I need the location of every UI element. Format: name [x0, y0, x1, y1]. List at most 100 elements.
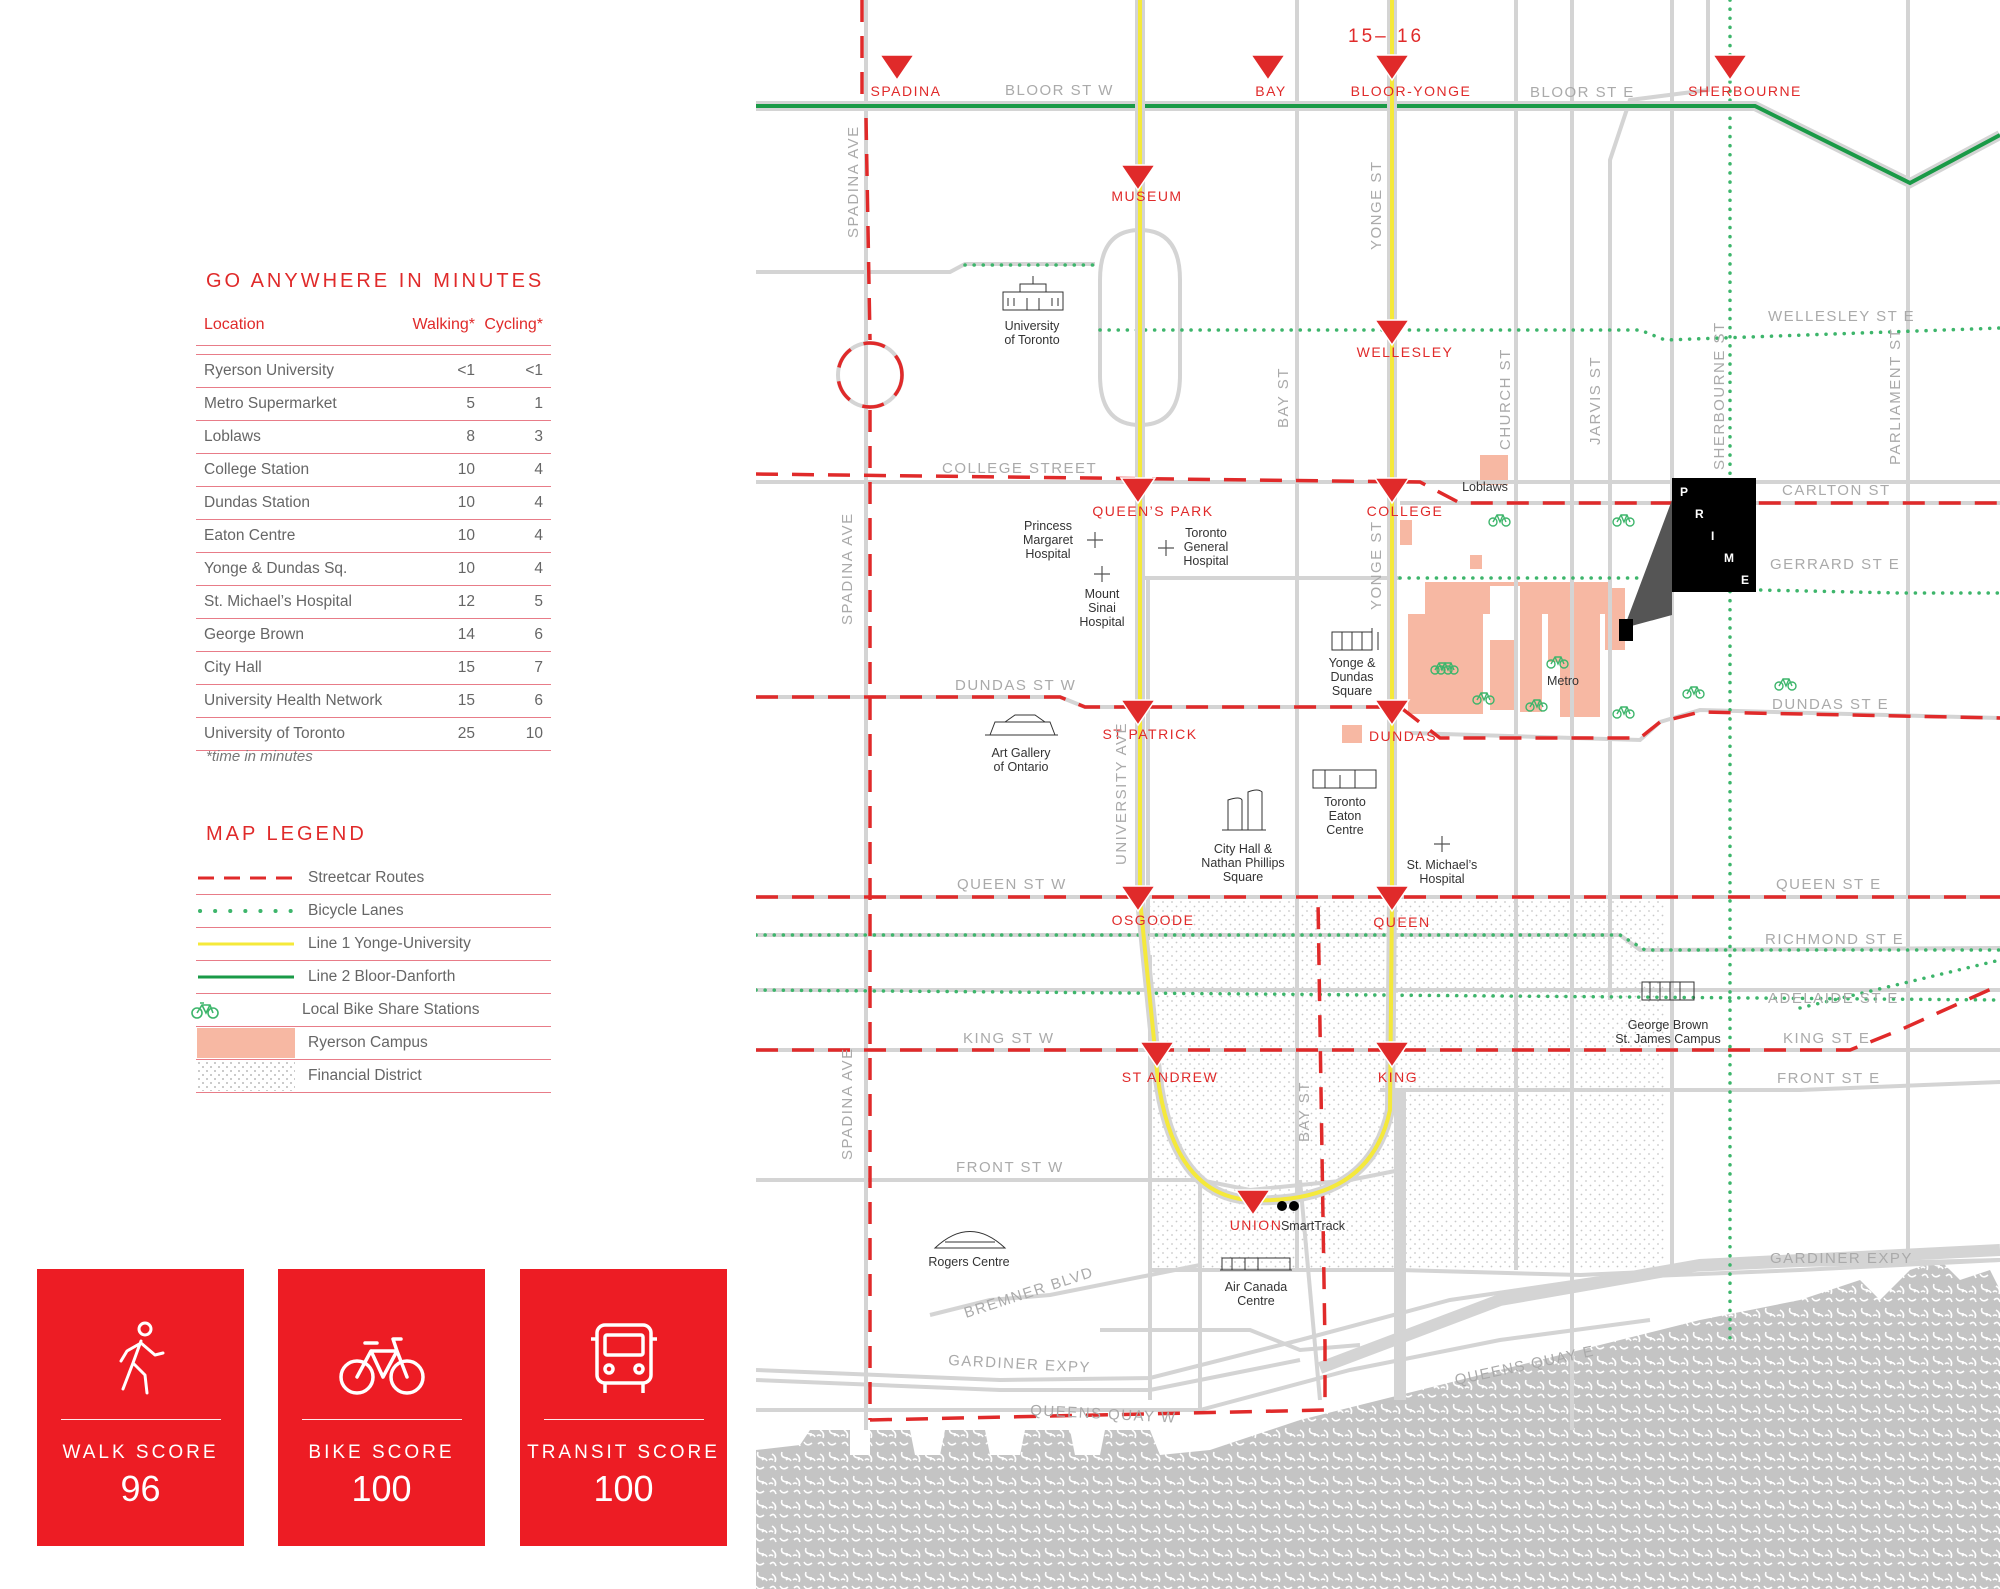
bike-share-icon: [190, 994, 290, 1026]
street-label: COLLEGE STREET: [942, 460, 1097, 477]
street-label: UNIVERSITY AVE: [1113, 722, 1130, 865]
eaton-centre-icon: [1312, 769, 1377, 789]
table-cell-cycling: 3: [534, 428, 543, 445]
street-label: BAY ST: [1275, 367, 1292, 428]
place-label: of Ontario: [994, 760, 1049, 774]
street-label: GARDINER EXPY: [948, 1352, 1092, 1376]
street-label: DUNDAS ST W: [955, 677, 1076, 694]
legend-label: Line 1 Yonge-University: [308, 935, 471, 952]
street-label: CHURCH ST: [1497, 348, 1514, 450]
station-label: ST PATRICK: [1102, 726, 1197, 742]
university-building-icon: [1002, 276, 1064, 311]
transit-score-label: TRANSIT SCORE: [527, 1442, 720, 1463]
place-label: Dundas: [1330, 670, 1373, 684]
table-cell-location: University of Toronto: [204, 725, 345, 742]
table-cell-cycling: 4: [534, 527, 543, 544]
place-label: Art Gallery: [991, 746, 1051, 760]
neighbourhood-map: SPADINA BAY BLOOR-YONGE SHERBOURNE MUSEU…: [756, 0, 2000, 1589]
station-label: MUSEUM: [1111, 188, 1182, 204]
place-label: St. Michael’s: [1407, 858, 1478, 872]
transit-score-card: TRANSIT SCORE 100: [520, 1269, 727, 1546]
street-label: PARLIAMENT ST: [1887, 328, 1904, 465]
table-cell-location: Loblaws: [204, 428, 261, 445]
transit-score-value: 100: [593, 1468, 654, 1509]
table-cell-walking: 10: [457, 527, 475, 544]
table-cell-cycling: 4: [534, 461, 543, 478]
street-label: YONGE ST: [1368, 160, 1385, 250]
yonge-dundas-square-icon: [1331, 628, 1379, 651]
prime-letter: P: [1680, 485, 1688, 499]
place-label: Air Canada: [1225, 1280, 1288, 1294]
street-label: SHERBOURNE ST: [1711, 321, 1728, 470]
prime-letter: I: [1711, 529, 1714, 543]
place-label: Toronto: [1324, 795, 1366, 809]
street-label: QUEEN ST W: [957, 876, 1067, 893]
travel-times-title: GO ANYWHERE IN MINUTES: [206, 270, 545, 292]
station-label: QUEEN’S PARK: [1092, 503, 1213, 519]
street-label: FRONT ST E: [1777, 1070, 1881, 1087]
street-label: GERRARD ST E: [1770, 556, 1900, 573]
prime-letter: R: [1695, 507, 1704, 521]
street-label: BREMNER BLVD: [962, 1264, 1096, 1322]
street-label: BAY ST: [1296, 1081, 1313, 1142]
go-logo-icon: [1277, 1201, 1287, 1211]
station-label: ST ANDREW: [1122, 1069, 1218, 1085]
place-label: Rogers Centre: [928, 1255, 1009, 1269]
street-label: QUEEN ST E: [1776, 876, 1882, 893]
station-label: BLOOR-YONGE: [1351, 83, 1472, 99]
place-label: Square: [1332, 684, 1372, 698]
station-label: COLLEGE: [1367, 503, 1444, 519]
station-label: SPADINA: [871, 83, 942, 99]
street-label: GARDINER EXPY: [1770, 1250, 1913, 1267]
bike-score-value: 100: [351, 1468, 412, 1509]
legend-label: Ryerson Campus: [308, 1034, 428, 1051]
place-label: Metro: [1547, 674, 1579, 688]
table-cell-walking: <1: [457, 362, 475, 379]
place-label: Toronto: [1185, 526, 1227, 540]
place-label: Mount: [1085, 587, 1120, 601]
go-logo-icon: [1289, 1201, 1299, 1211]
legend-item: Bicycle Lanes: [196, 895, 551, 928]
table-cell-location: Eaton Centre: [204, 527, 296, 544]
place-label: City Hall &: [1214, 842, 1273, 856]
bike-lanes: [756, 0, 2000, 1347]
street-label: SPADINA AVE: [839, 1047, 856, 1160]
place-label: SmartTrack: [1281, 1219, 1346, 1233]
place-label: Hospital: [1079, 615, 1124, 629]
walk-score-label: WALK SCORE: [62, 1442, 219, 1463]
table-cell-walking: 12: [457, 593, 475, 610]
table-cell-walking: 15: [457, 659, 475, 676]
station-label: KING: [1378, 1069, 1418, 1085]
station-markers: [878, 54, 1749, 1217]
streetcar-routes: [756, 0, 2000, 1422]
place-label: Centre: [1237, 1294, 1275, 1308]
map-header-number: 15– 16: [1348, 26, 1424, 47]
street-label: SPADINA AVE: [845, 125, 862, 238]
table-cell-location: Dundas Station: [204, 494, 310, 511]
table-cell-cycling: 6: [534, 692, 543, 709]
street-label: DUNDAS ST E: [1772, 696, 1889, 713]
table-cell-walking: 25: [457, 725, 475, 742]
table-cell-cycling: 10: [525, 725, 543, 742]
place-label: of Toronto: [1004, 333, 1059, 347]
map-legend: Streetcar Routes Bicycle Lanes Line 1 Yo…: [191, 862, 551, 1093]
street-label: BLOOR ST W: [1005, 82, 1114, 99]
place-label: Centre: [1326, 823, 1364, 837]
table-cell-location: George Brown: [204, 626, 304, 643]
table-cell-walking: 10: [457, 461, 475, 478]
table-cell-location: Metro Supermarket: [204, 395, 337, 412]
table-cell-cycling: 4: [534, 494, 543, 511]
street-label: YONGE ST: [1368, 520, 1385, 610]
place-label: George Brown: [1628, 1018, 1709, 1032]
table-cell-cycling: 6: [534, 626, 543, 643]
street-label: JARVIS ST: [1587, 356, 1604, 445]
place-label: General: [1184, 540, 1228, 554]
legend-item: Streetcar Routes: [196, 862, 551, 895]
place-label: Hospital: [1025, 547, 1070, 561]
travel-times-table: Location Walking* Cycling* Ryerson Unive…: [196, 305, 551, 751]
station-label: OSGOODE: [1112, 912, 1195, 928]
